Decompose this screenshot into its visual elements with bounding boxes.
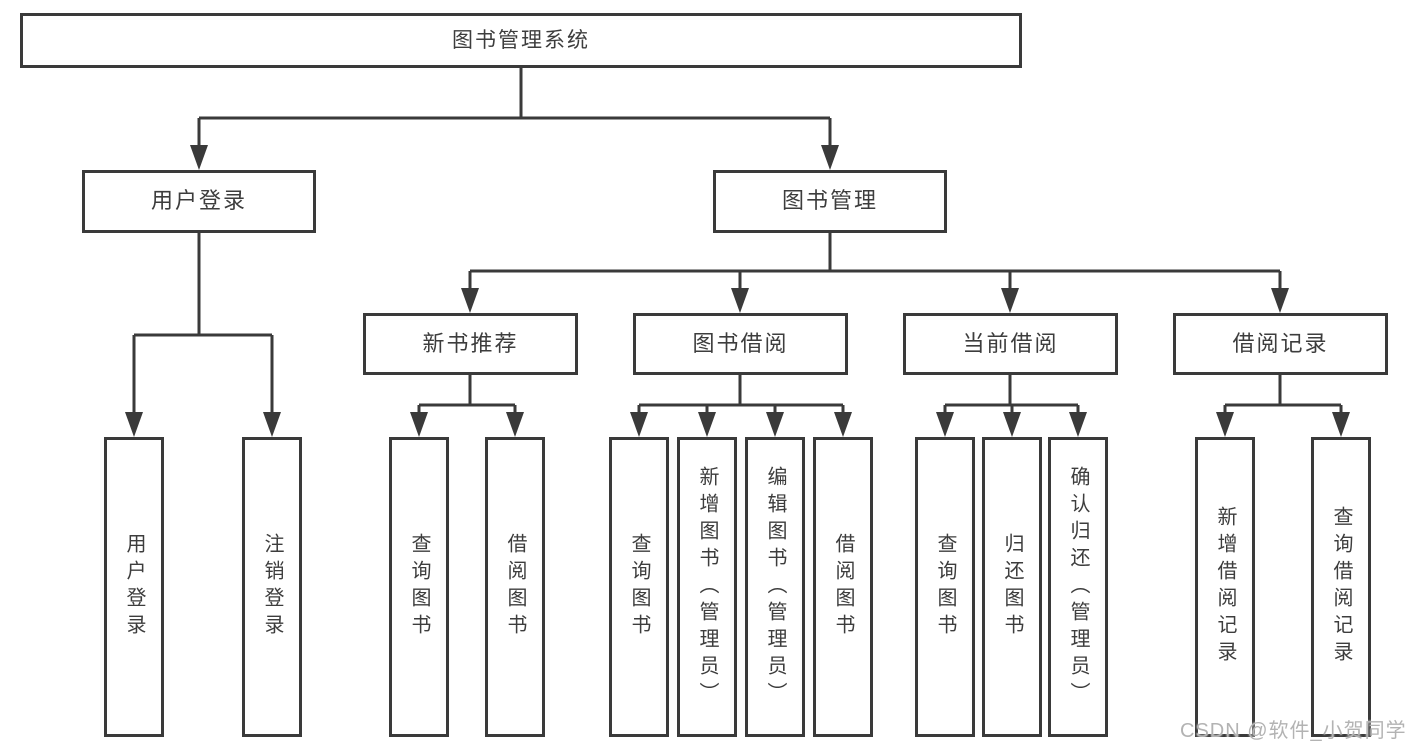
arrow-down-icon [821,145,839,170]
arrow-down-icon [410,412,428,437]
node-confirm-return-admin-label: 确认归还（管理员） [1067,465,1089,709]
connector-current-borrow [936,375,1087,437]
node-root-label: 图书管理系统 [452,28,590,52]
arrow-down-icon [698,412,716,437]
node-search-borrow-record: 查询借阅记录 [1311,437,1371,737]
node-borrow-book-label: 借阅图书 [832,533,854,641]
arrow-down-icon [1216,412,1234,437]
node-root: 图书管理系统 [20,13,1022,68]
node-user-login-label: 用户登录 [150,188,247,214]
node-borrow-book-recommend: 借阅图书 [485,437,545,737]
node-login-label: 用户登录 [123,533,145,641]
node-borrow-records: 借阅记录 [1173,313,1388,375]
connector-borrow-records [1216,375,1350,437]
node-book-management-label: 图书管理 [781,188,878,214]
connector-user-login [125,233,281,437]
connector-book-management [461,233,1289,313]
connector-root [190,68,839,170]
csdn-watermark: CSDN @软件_小贺同学 [1180,720,1405,742]
node-login: 用户登录 [104,437,164,737]
arrow-down-icon [461,288,479,313]
node-search-book-recommend-label: 查询图书 [408,533,430,641]
node-return-book-label: 归还图书 [1001,533,1023,641]
node-add-book-admin-label: 新增图书（管理员） [696,465,718,709]
arrow-down-icon [190,145,208,170]
arrow-down-icon [1271,288,1289,313]
arrow-down-icon [834,412,852,437]
node-search-book-current-label: 查询图书 [934,533,956,641]
node-logout-label: 注销登录 [261,533,283,641]
node-confirm-return-admin: 确认归还（管理员） [1048,437,1108,737]
arrow-down-icon [1003,412,1021,437]
node-borrow-book-recommend-label: 借阅图书 [504,533,526,641]
node-return-book: 归还图书 [982,437,1042,737]
node-logout: 注销登录 [242,437,302,737]
node-add-borrow-record-label: 新增借阅记录 [1214,506,1236,668]
connector-book-borrow [630,375,852,437]
node-search-borrow-record-label: 查询借阅记录 [1330,506,1352,668]
node-add-book-admin: 新增图书（管理员） [677,437,737,737]
arrow-down-icon [731,288,749,313]
connector-new-book-recommend [410,375,524,437]
node-edit-book-admin-label: 编辑图书（管理员） [764,465,786,709]
node-search-book-recommend: 查询图书 [389,437,449,737]
node-new-book-recommend: 新书推荐 [363,313,578,375]
arrow-down-icon [936,412,954,437]
arrow-down-icon [506,412,524,437]
arrow-down-icon [1332,412,1350,437]
node-search-book-current: 查询图书 [915,437,975,737]
node-borrow-records-label: 借阅记录 [1232,330,1329,356]
arrow-down-icon [1069,412,1087,437]
arrow-down-icon [125,412,143,437]
arrow-down-icon [766,412,784,437]
node-new-book-recommend-label: 新书推荐 [422,330,519,356]
node-add-borrow-record: 新增借阅记录 [1195,437,1255,737]
node-borrow-book: 借阅图书 [813,437,873,737]
node-book-borrow: 图书借阅 [633,313,848,375]
node-search-book-borrow-label: 查询图书 [628,533,650,641]
node-user-login: 用户登录 [82,170,316,233]
arrow-down-icon [263,412,281,437]
node-search-book-borrow: 查询图书 [609,437,669,737]
node-current-borrow: 当前借阅 [903,313,1118,375]
node-book-management: 图书管理 [713,170,947,233]
node-book-borrow-label: 图书借阅 [692,330,789,356]
arrow-down-icon [1001,288,1019,313]
node-edit-book-admin: 编辑图书（管理员） [745,437,805,737]
node-current-borrow-label: 当前借阅 [962,330,1059,356]
arrow-down-icon [630,412,648,437]
